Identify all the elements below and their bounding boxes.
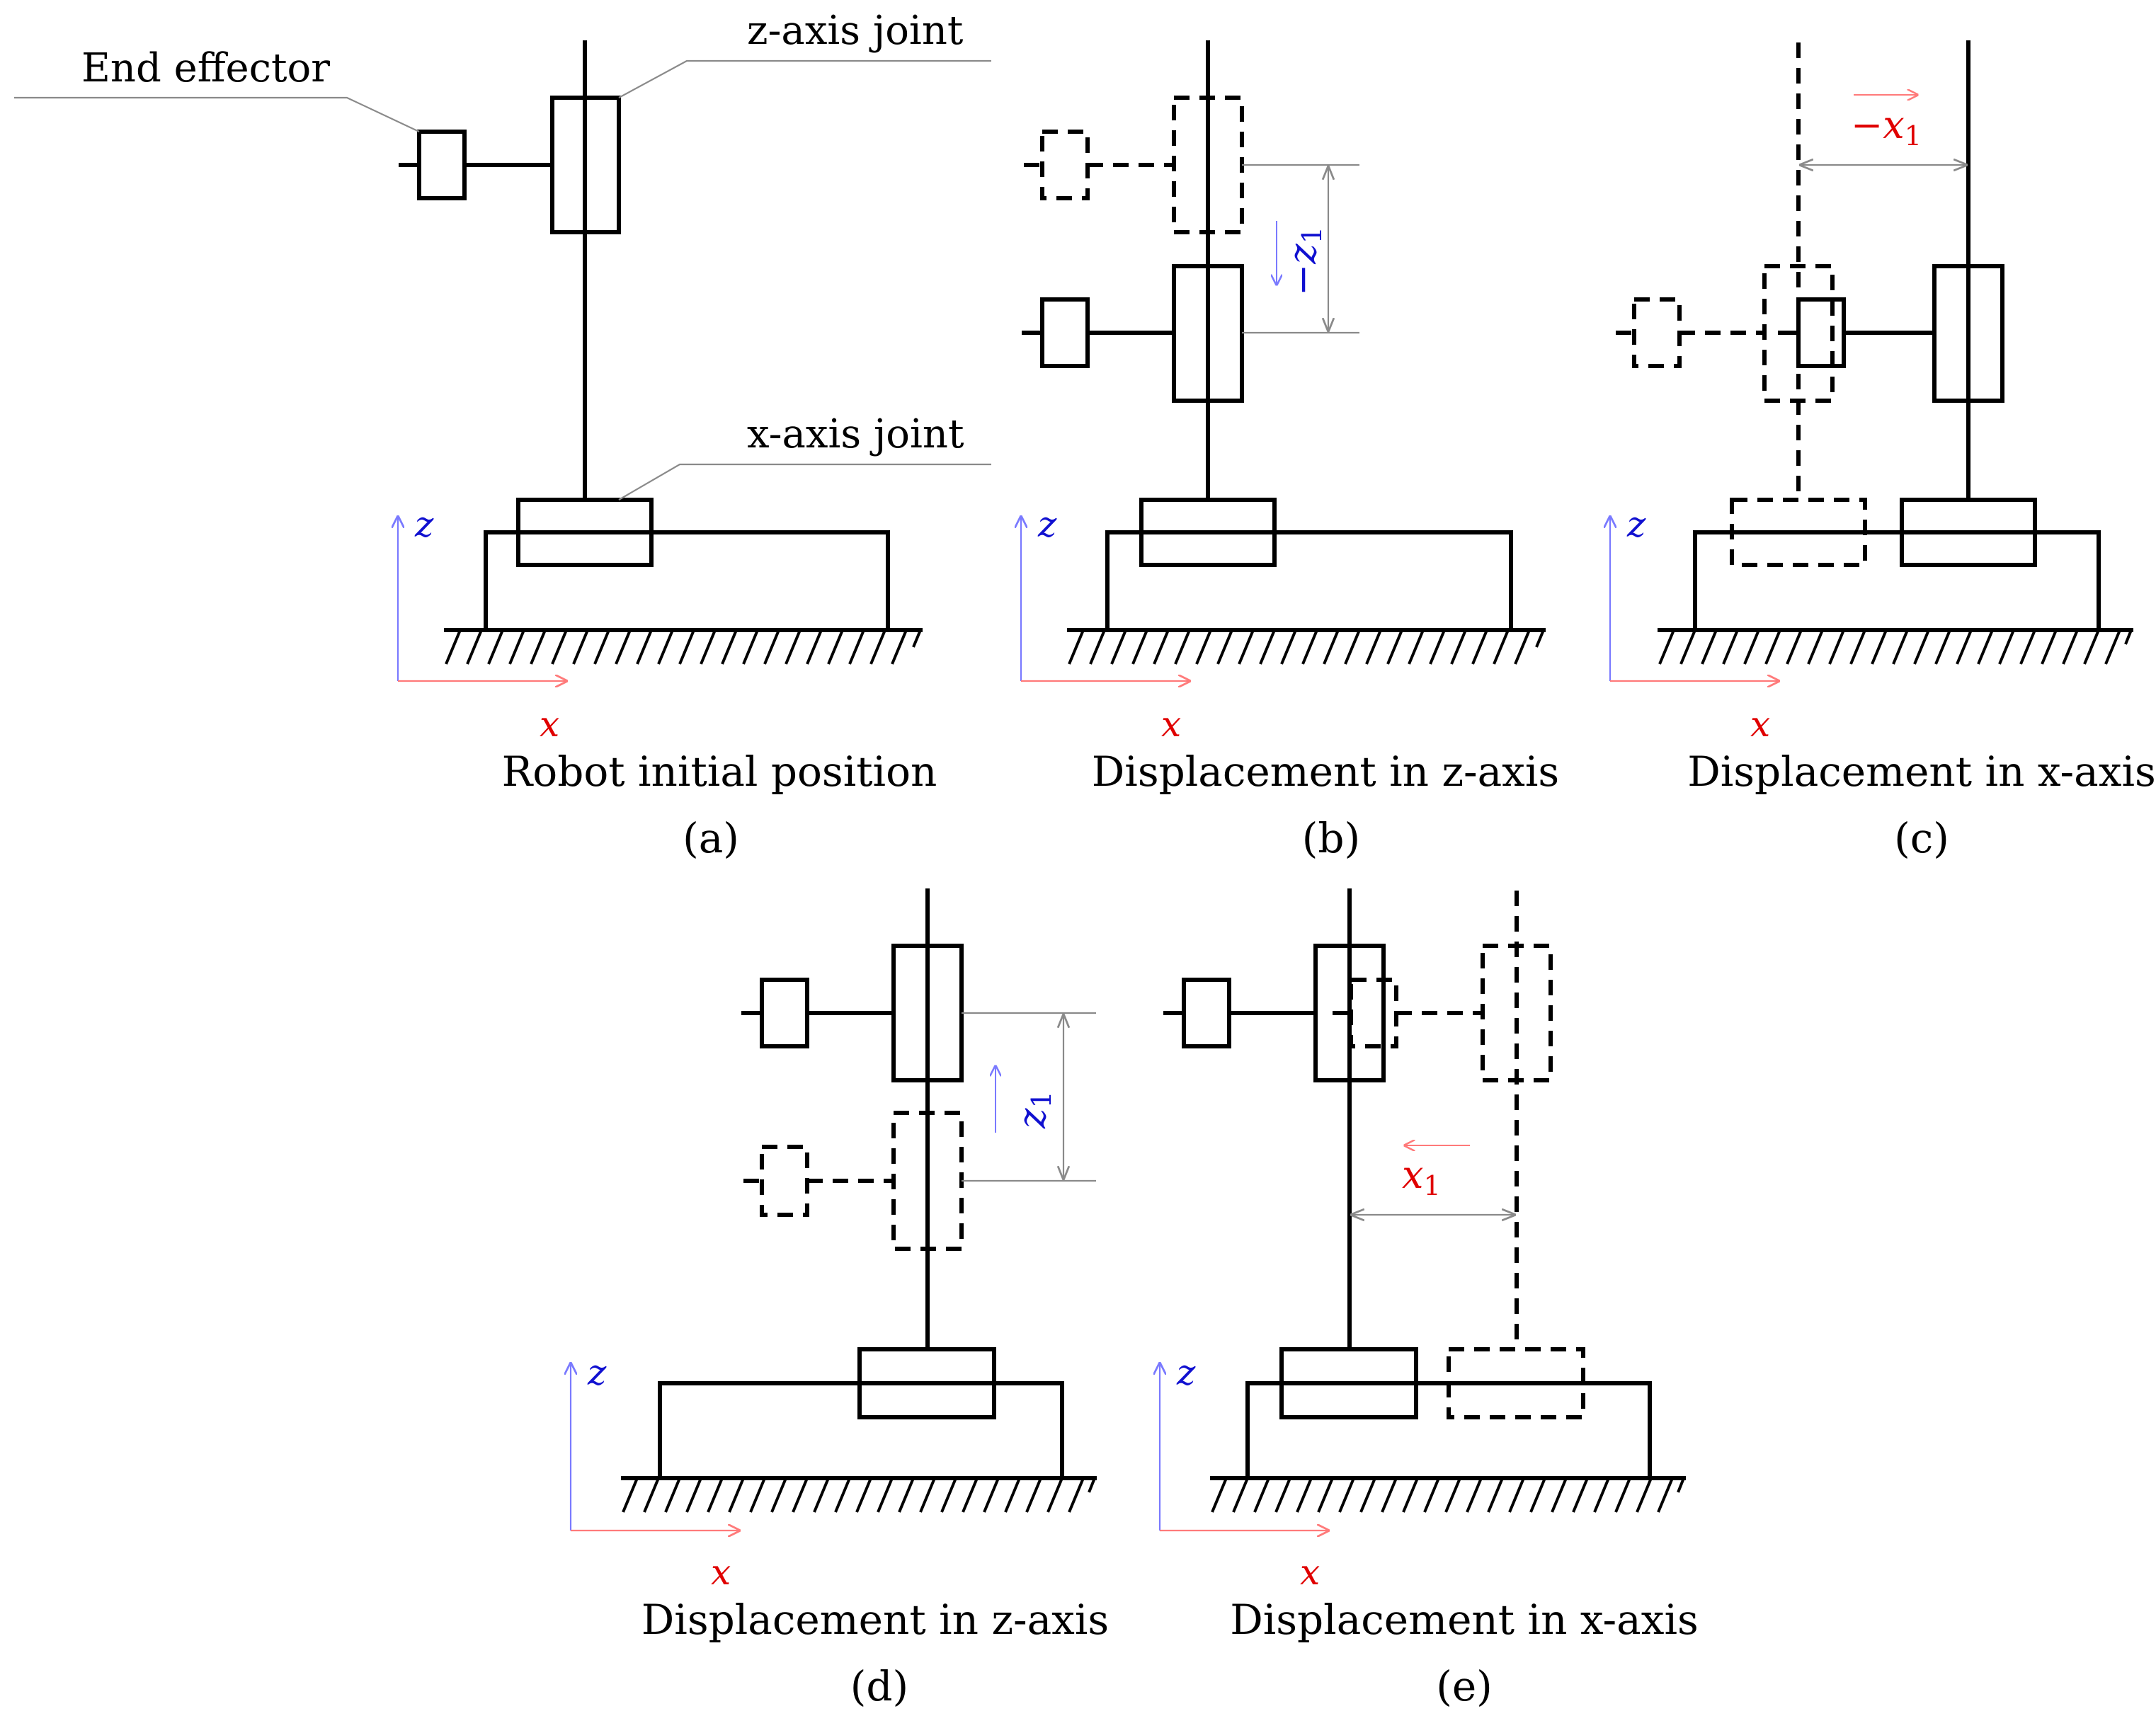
panel-c-tag: (c) [1894,814,1949,862]
panel-b: −z1 z x Displacement in z-axis (b) [1021,40,1559,862]
ground-hatch [1067,628,1546,665]
coordinate-axes: z x [1021,504,1190,745]
x-joint-ghost [1730,498,1867,567]
base-frame [1105,530,1513,632]
panel-e: x1 z x Displacement in x-axis (e) [1160,888,1699,1710]
x-axis-label: x [711,1552,731,1593]
coordinate-axes: z x [1160,1352,1328,1593]
displacement-label: z1 [1010,1091,1057,1129]
base-frame [484,530,890,632]
displacement-label: −x1 [1851,103,1922,151]
base-frame [1245,1381,1652,1480]
coordinate-axes: z x [571,1352,739,1593]
z-displacement-dimension: z1 [962,1012,1096,1182]
panel-b-caption: Displacement in z-axis [1092,748,1559,796]
panel-e-tag: (e) [1436,1662,1493,1710]
x-displacement-dimension: x1 [1352,1145,1515,1215]
panel-d-tag: (d) [850,1662,908,1710]
end-effector-label: End effector [81,45,330,91]
x-joint-ghost [1447,1347,1585,1419]
ground-hatch [1658,628,2133,665]
end-effector-ghost [1349,978,1398,1048]
x-axis-label: x [1161,704,1181,745]
z-joint-leader [618,59,991,98]
z-axis-label: z [414,504,434,545]
end-effector [760,978,809,1048]
z-axis-joint-label: z-axis joint [747,8,964,54]
displacement-label: x1 [1402,1152,1441,1201]
panel-b-tag: (b) [1302,814,1360,862]
z-displacement-dimension: −z1 [1242,164,1359,334]
panel-e-caption: Displacement in x-axis [1230,1596,1699,1644]
displacement-label: −z1 [1280,227,1328,296]
end-effector-leader [14,96,420,132]
coordinate-axes: z x [398,504,566,745]
ground-hatch [444,628,923,665]
x-joint-leader [618,463,991,500]
end-effector [1182,978,1231,1048]
base-frame [1693,530,2101,632]
z-axis-label: z [587,1352,607,1393]
ground-hatch [1210,1476,1686,1513]
ground-hatch [621,1476,1097,1513]
panel-a-tag: (a) [683,814,739,862]
panel-a-caption: Robot initial position [502,748,937,796]
end-effector-ghost [1632,297,1682,368]
panel-d: z1 z x Displacement in z-axis (d) [571,888,1109,1710]
x-axis-label: x [1750,704,1770,745]
end-effector [417,130,467,200]
x-axis-label: x [540,704,559,745]
panel-d-caption: Displacement in z-axis [641,1596,1109,1644]
x-axis-joint-label: x-axis joint [747,411,964,457]
coordinate-axes: z x [1610,504,1779,745]
z-axis-label: z [1037,504,1057,545]
x-displacement-dimension: −x1 [1801,95,1966,165]
end-effector-ghost [1040,130,1090,200]
panel-a: End effector z-axis joint x-axis joint z… [14,8,991,862]
panel-c: −x1 z x Displacement in x-axis (c) [1610,40,2156,862]
end-effector-ghost [760,1145,809,1217]
z-axis-label: z [1176,1352,1196,1393]
z-joint-ghost [1481,944,1553,1082]
z-axis-label: z [1626,504,1646,545]
end-effector [1040,297,1090,368]
x-axis-label: x [1300,1552,1320,1593]
panel-c-caption: Displacement in x-axis [1687,748,2156,796]
end-effector [1796,297,1846,368]
